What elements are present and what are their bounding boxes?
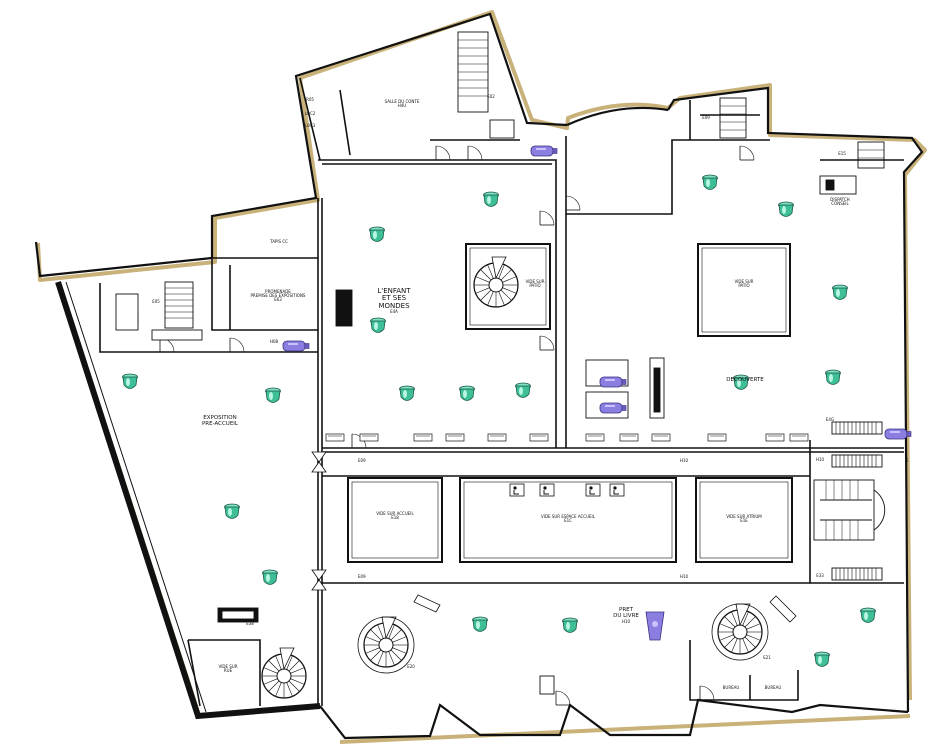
spiral-stair-bottom-left: [363, 616, 409, 668]
door-double-2: [311, 569, 327, 591]
stair-top-right: [719, 97, 885, 169]
spiral-stair-patio: [473, 256, 519, 308]
exposition-label: EXPOSITION PRE-ACCUEIL: [201, 415, 238, 427]
enfant-label: L'ENFANT ET SES MONDES E4A: [377, 287, 411, 315]
svg-text:E: E: [906, 458, 909, 463]
wc-code: E4G: [825, 417, 835, 422]
vide-accueil-label: VIDE SUR ACCUEIL E18: [376, 511, 414, 521]
circ-code-5: H08: [269, 339, 279, 344]
door-1: [467, 145, 483, 161]
door-5: [229, 337, 245, 353]
door-11: [555, 690, 571, 706]
door-3: [565, 195, 581, 211]
vide-rue-label: VIDE SUR RUE: [218, 664, 238, 674]
circ-code-1: E09: [702, 115, 710, 120]
stair-right-3: [831, 421, 883, 435]
book-return-icon: [645, 611, 665, 641]
spiral-stair-bottom-right: [717, 603, 763, 655]
corridor-seats: [325, 433, 809, 442]
svg-text:H10: H10: [680, 574, 689, 579]
void-accueil: [347, 477, 443, 563]
stair-right-curved: [813, 479, 886, 541]
door-double-1: [311, 451, 327, 473]
side-labels: R05 LOC2 LOC3: [304, 97, 316, 129]
door-7: [539, 335, 555, 351]
stair-top-left: [164, 281, 194, 329]
void-patio-2: [697, 243, 791, 337]
promenade-label: PROMENADE PREMISE DES EXPOSITIONS E63: [250, 289, 306, 303]
void-atrium: [695, 477, 793, 563]
door-10: [699, 685, 715, 701]
vide-patio-2-label: VIDE SUR PATIO: [734, 279, 754, 289]
tapis-label: TAPIS CC: [270, 239, 288, 244]
vide-atrium-label: VIDE SUR ATRIUM E1E: [726, 514, 762, 524]
vide-espace-accueil-label: VIDE SUR ESPACE ACCUEIL E1C: [541, 514, 595, 524]
svg-text:E09: E09: [358, 458, 366, 463]
spiral-stair-corner: [261, 647, 307, 699]
void-espace-accueil: [459, 477, 677, 563]
stair-code-4: E05: [152, 299, 160, 304]
stair-right-1: [831, 454, 883, 468]
interior-walls: [39, 77, 904, 707]
door-8: [435, 145, 451, 161]
salle-du-conte-label: SALLE DU CONTE H4U: [384, 99, 420, 109]
door-2: [539, 210, 555, 226]
dispatch-label: DISPATCH CONSEIL: [830, 197, 850, 207]
circ-code-6: E38: [246, 621, 254, 626]
stair-top-conte: [457, 31, 489, 113]
stair-code-3: E21: [763, 655, 771, 660]
corridor-markers: E09 H10 E09 H10 E: [358, 458, 909, 579]
west-curtain-wall: [55, 281, 321, 720]
pret-du-livre-label: PRET DU LIVRE H10: [613, 607, 639, 624]
stair-right-2: [831, 567, 883, 581]
circ-code-4: E33: [816, 573, 824, 578]
vide-patio-1-label: VIDE SUR PATIO: [525, 279, 545, 289]
svg-text:E09: E09: [358, 574, 366, 579]
escalator-bottom: [413, 594, 797, 623]
bureau-2-label: BUREAU: [764, 685, 782, 690]
circ-code-3: H10: [815, 457, 825, 462]
door-4: [739, 145, 755, 161]
svg-text:H10: H10: [680, 458, 689, 463]
circ-code-2: E15: [838, 151, 846, 156]
void-patio-1: [465, 243, 551, 330]
decouverte-label: DECOUVERTE: [726, 377, 764, 383]
bureau-1-label: BUREAU: [722, 685, 740, 690]
stair-code-2: E20: [407, 664, 415, 669]
stair-code-1: E02: [487, 94, 495, 99]
